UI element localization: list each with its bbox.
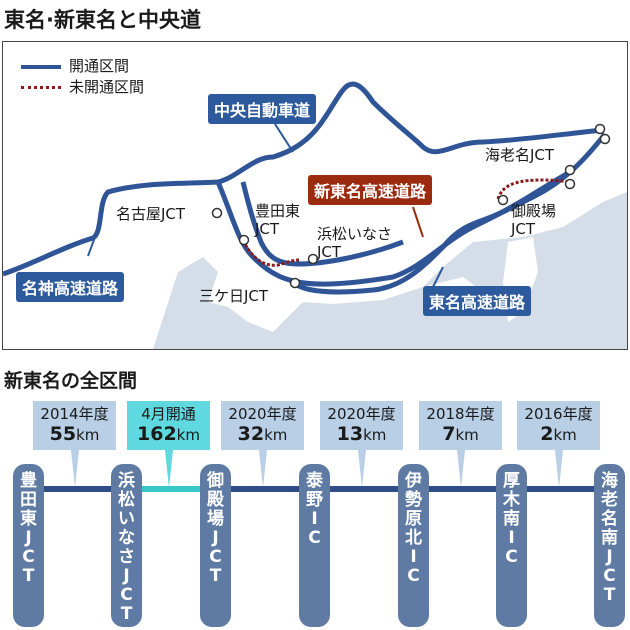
legend-label: 開通区間	[69, 57, 130, 75]
segment-box: 2016年度 2km	[517, 401, 600, 488]
section-title: 新東名の全区間	[4, 370, 138, 392]
jct-label-mikkabi: 三ケ日JCT	[199, 287, 269, 305]
jct-label-nagoya: 名古屋JCT	[116, 205, 186, 223]
jct-label-toyotahigashi: 豊田東 JCT	[255, 202, 301, 238]
segment-box: 2018年度 7km	[419, 401, 502, 488]
legend-label: 未開通区間	[69, 78, 145, 96]
page-title: 東名·新東名と中央道	[4, 8, 201, 32]
legend-opened: 開通区間	[21, 56, 144, 77]
jct-label-ebina: 海老名JCT	[485, 146, 555, 164]
segment-box: 2020年度 32km	[221, 401, 304, 488]
road-label-tomei: 東名高速道路	[423, 286, 532, 316]
legend-unopened: 未開通区間	[21, 77, 144, 98]
dotted-line-icon	[21, 86, 61, 89]
solid-line-icon	[21, 64, 61, 69]
route-map: 開通区間 未開通区間 中央自動車道 新東名高速道路 名神高速道路 東名高速道路 …	[2, 41, 628, 350]
map-legend: 開通区間 未開通区間	[21, 56, 144, 98]
segment-box: 2020年度 13km	[320, 401, 403, 488]
segment-box-active: 4月開通 162km	[127, 401, 210, 488]
route-line-active	[138, 486, 210, 492]
jct-label-gotemba: 御殿場 JCT	[511, 202, 557, 238]
segment-box: 2014年度 55km	[33, 401, 116, 488]
jct-label-hamamatsu-inasa: 浜松いなさ JCT	[317, 225, 393, 261]
road-label-shintomei: 新東名高速道路	[308, 175, 433, 205]
road-label-meishin: 名神高速道路	[16, 272, 125, 302]
road-label-chuo: 中央自動車道	[208, 94, 317, 124]
route-line	[42, 486, 142, 492]
